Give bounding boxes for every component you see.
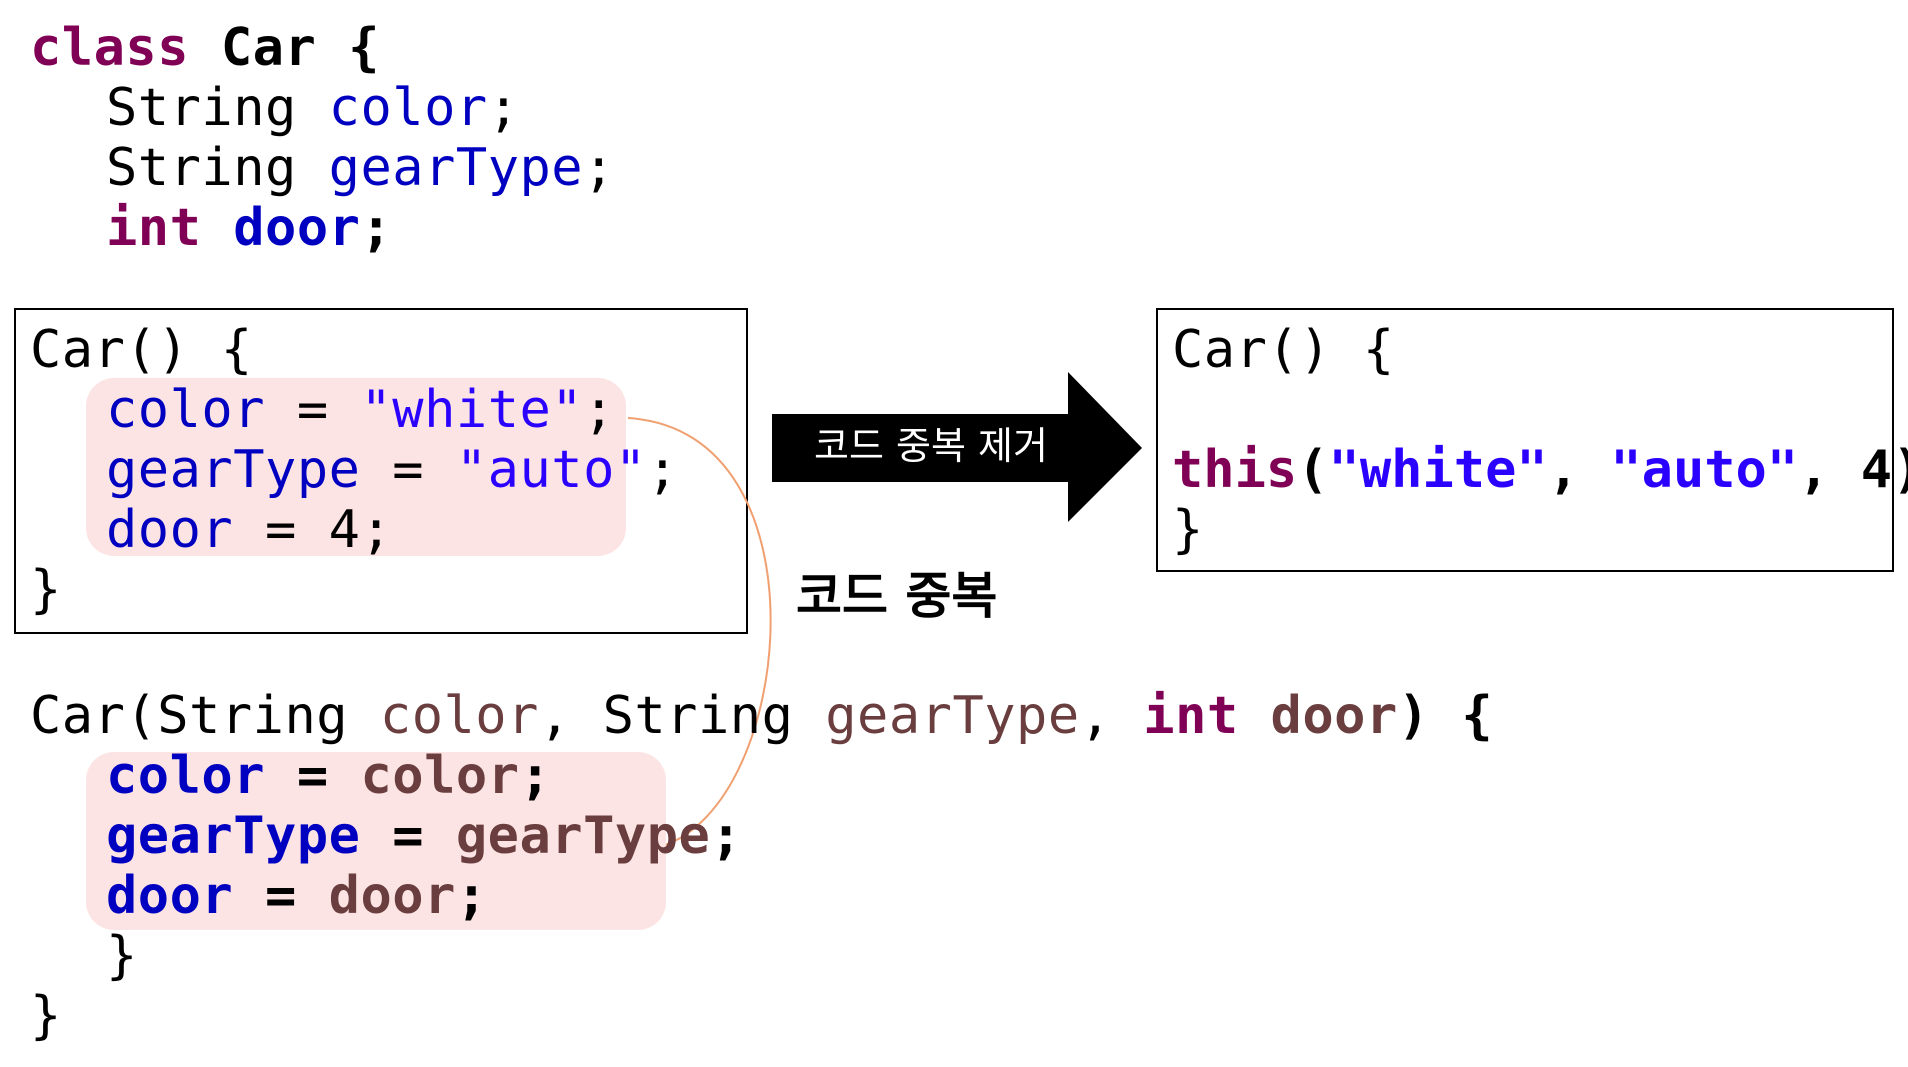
param-assign-geartype: gearType = gearType; (106, 806, 742, 866)
semicolon: ; (583, 138, 615, 198)
refactored-constructor-close: } (1172, 500, 1204, 560)
param-type: int (1143, 686, 1239, 746)
assign-op: = (360, 440, 456, 500)
assign-value: 4 (328, 500, 361, 560)
default-assign-door: door = 4; (106, 500, 392, 560)
connector-curve (627, 417, 772, 847)
param-name: door (1270, 686, 1398, 746)
field-type: String (106, 78, 297, 138)
default-constructor-box (14, 308, 748, 634)
semicolon: ; (360, 198, 393, 258)
semicolon: ; (710, 806, 743, 866)
open-paren: ( (1297, 440, 1329, 500)
class-keyword: class (30, 18, 190, 78)
assign-value: "auto" (455, 440, 647, 500)
arg-separator: , (1798, 440, 1861, 500)
default-constructor-close: } (30, 560, 62, 620)
semicolon: ; (360, 500, 393, 560)
assign-target: gearType (106, 806, 361, 866)
default-constructor-highlight (86, 378, 626, 556)
param-constructor-signature: Car(String color, String gearType, int d… (30, 686, 1493, 746)
param-name: color (379, 686, 539, 746)
semicolon: ; (583, 380, 615, 440)
field-line-geartype: String gearType; (106, 138, 615, 198)
field-name: color (328, 78, 488, 138)
param-type: String (602, 686, 794, 746)
param-assign-color: color = color; (106, 746, 551, 806)
arg-door: 4 (1860, 440, 1893, 500)
ctor-name: Car (30, 686, 126, 746)
field-type: String (106, 138, 297, 198)
param-constructor-inner-close: } (106, 926, 138, 986)
arg-color: "white" (1328, 440, 1548, 500)
param-type: String (157, 686, 349, 746)
assign-value: door (328, 866, 456, 926)
assign-target: gearType (106, 440, 361, 500)
assign-target: color (106, 746, 266, 806)
assign-op: = (360, 806, 456, 866)
param-name: gearType (825, 686, 1080, 746)
field-name: door (233, 198, 361, 258)
semicolon: ; (646, 440, 679, 500)
param-constructor-highlight (86, 752, 666, 930)
arrow-shape (772, 372, 1142, 522)
class-close-brace: } (30, 986, 62, 1046)
param-assign-door: door = door; (106, 866, 488, 926)
assign-op: = (265, 746, 361, 806)
refactor-arrow (772, 372, 1142, 522)
default-constructor-header: Car() { (30, 320, 253, 380)
assign-value: gearType (455, 806, 711, 866)
assign-target: door (106, 500, 234, 560)
assign-value: color (360, 746, 520, 806)
field-name: gearType (328, 138, 584, 198)
assign-target: door (106, 866, 234, 926)
param-separator: , (538, 686, 603, 746)
duplication-label: 코드 중복 (796, 567, 998, 625)
refactored-constructor-box (1156, 308, 1894, 572)
field-type: int (106, 198, 202, 258)
semicolon: ; (487, 78, 520, 138)
field-line-door: int door; (106, 198, 392, 258)
refactored-constructor-header: Car() { (1172, 320, 1395, 380)
default-assign-color: color = "white"; (106, 380, 615, 440)
default-assign-geartype: gearType = "auto"; (106, 440, 679, 500)
arg-geartype: "auto" (1610, 440, 1799, 500)
field-line-color: String color; (106, 78, 520, 138)
this-keyword: this (1172, 440, 1298, 500)
this-call-line: this("white", "auto", 4); (1172, 440, 1908, 500)
close-paren: ); (1892, 440, 1908, 500)
class-open-brace: { (348, 18, 380, 78)
assign-value: "white" (360, 380, 584, 440)
arrow-label: 코드 중복 제거 (814, 424, 1048, 468)
class-declaration-line: class Car { (30, 18, 380, 78)
semicolon: ; (519, 746, 552, 806)
assign-target: color (106, 380, 266, 440)
assign-op: = (233, 866, 329, 926)
arg-separator: , (1547, 440, 1611, 500)
semicolon: ; (455, 866, 488, 926)
param-separator: , (1079, 686, 1144, 746)
signature-close: ) { (1397, 686, 1494, 746)
class-name: Car (220, 18, 317, 78)
open-paren: ( (125, 686, 158, 746)
assign-op: = (265, 380, 361, 440)
assign-op: = (233, 500, 329, 560)
